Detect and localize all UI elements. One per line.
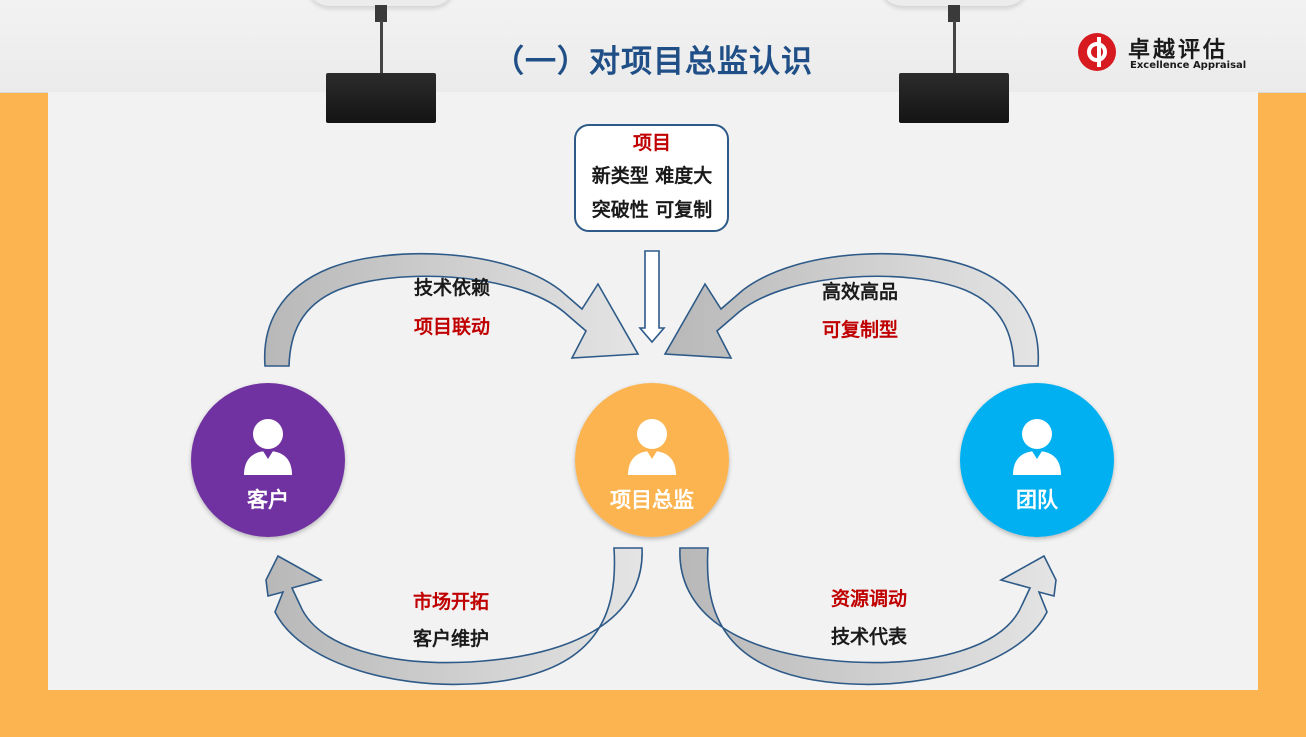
node-project-director: 项目总监 (575, 383, 729, 537)
node-team: 团队 (960, 383, 1114, 537)
right-wire (953, 20, 956, 74)
left-lamp-shade (306, 0, 456, 6)
left-black-block (326, 73, 436, 123)
project-box (574, 124, 729, 232)
director-label: 项目总监 (610, 488, 694, 512)
director-person-icon (628, 419, 676, 475)
team-person-icon (1013, 419, 1061, 475)
page-title: （一）对项目总监认识 (493, 44, 813, 80)
arrow-director-to-team (679, 547, 1057, 686)
arrow-client-to-director (263, 252, 640, 367)
node-client: 客户 (191, 383, 345, 537)
project-box-line-1: 新类型 难度大 (592, 164, 713, 187)
flow-director-client-line-1: 市场开拓 (413, 590, 489, 613)
left-hanging-clip (306, 0, 456, 126)
flow-team-line-1: 高效高品 (822, 280, 898, 303)
right-lamp-shade (879, 0, 1029, 6)
flow-director-team-line-2: 技术代表 (831, 625, 908, 648)
project-box-heading: 项目 (633, 132, 671, 154)
company-logo: 卓越评估 Excellence Appraisal (1078, 30, 1258, 74)
flow-team-line-2: 可复制型 (822, 318, 898, 341)
right-hanging-clip (879, 0, 1029, 126)
client-person-icon (244, 419, 292, 475)
team-label: 团队 (1016, 488, 1059, 512)
logo-name-en: Excellence Appraisal (1130, 60, 1247, 71)
flow-director-team-line-1: 资源调动 (831, 587, 907, 610)
right-black-block (899, 73, 1009, 123)
down-arrow-icon (638, 250, 666, 344)
right-clip (948, 5, 960, 22)
flow-client-line-1: 技术依赖 (414, 276, 490, 299)
logo-name-cn: 卓越评估 (1128, 38, 1229, 63)
left-wire (380, 20, 383, 74)
header-bar: （一）对项目总监认识 卓越评估 Excellence Appraisal (0, 0, 1306, 93)
project-box-line-2: 突破性 可复制 (592, 198, 713, 221)
left-clip (375, 5, 387, 22)
client-label: 客户 (247, 488, 289, 512)
flow-client-line-2: 项目联动 (414, 316, 490, 338)
arrow-team-to-director (663, 252, 1040, 367)
logo-mark-icon (1078, 33, 1116, 71)
flow-director-client-line-2: 客户维护 (413, 627, 489, 650)
arrow-director-to-client (265, 547, 643, 686)
